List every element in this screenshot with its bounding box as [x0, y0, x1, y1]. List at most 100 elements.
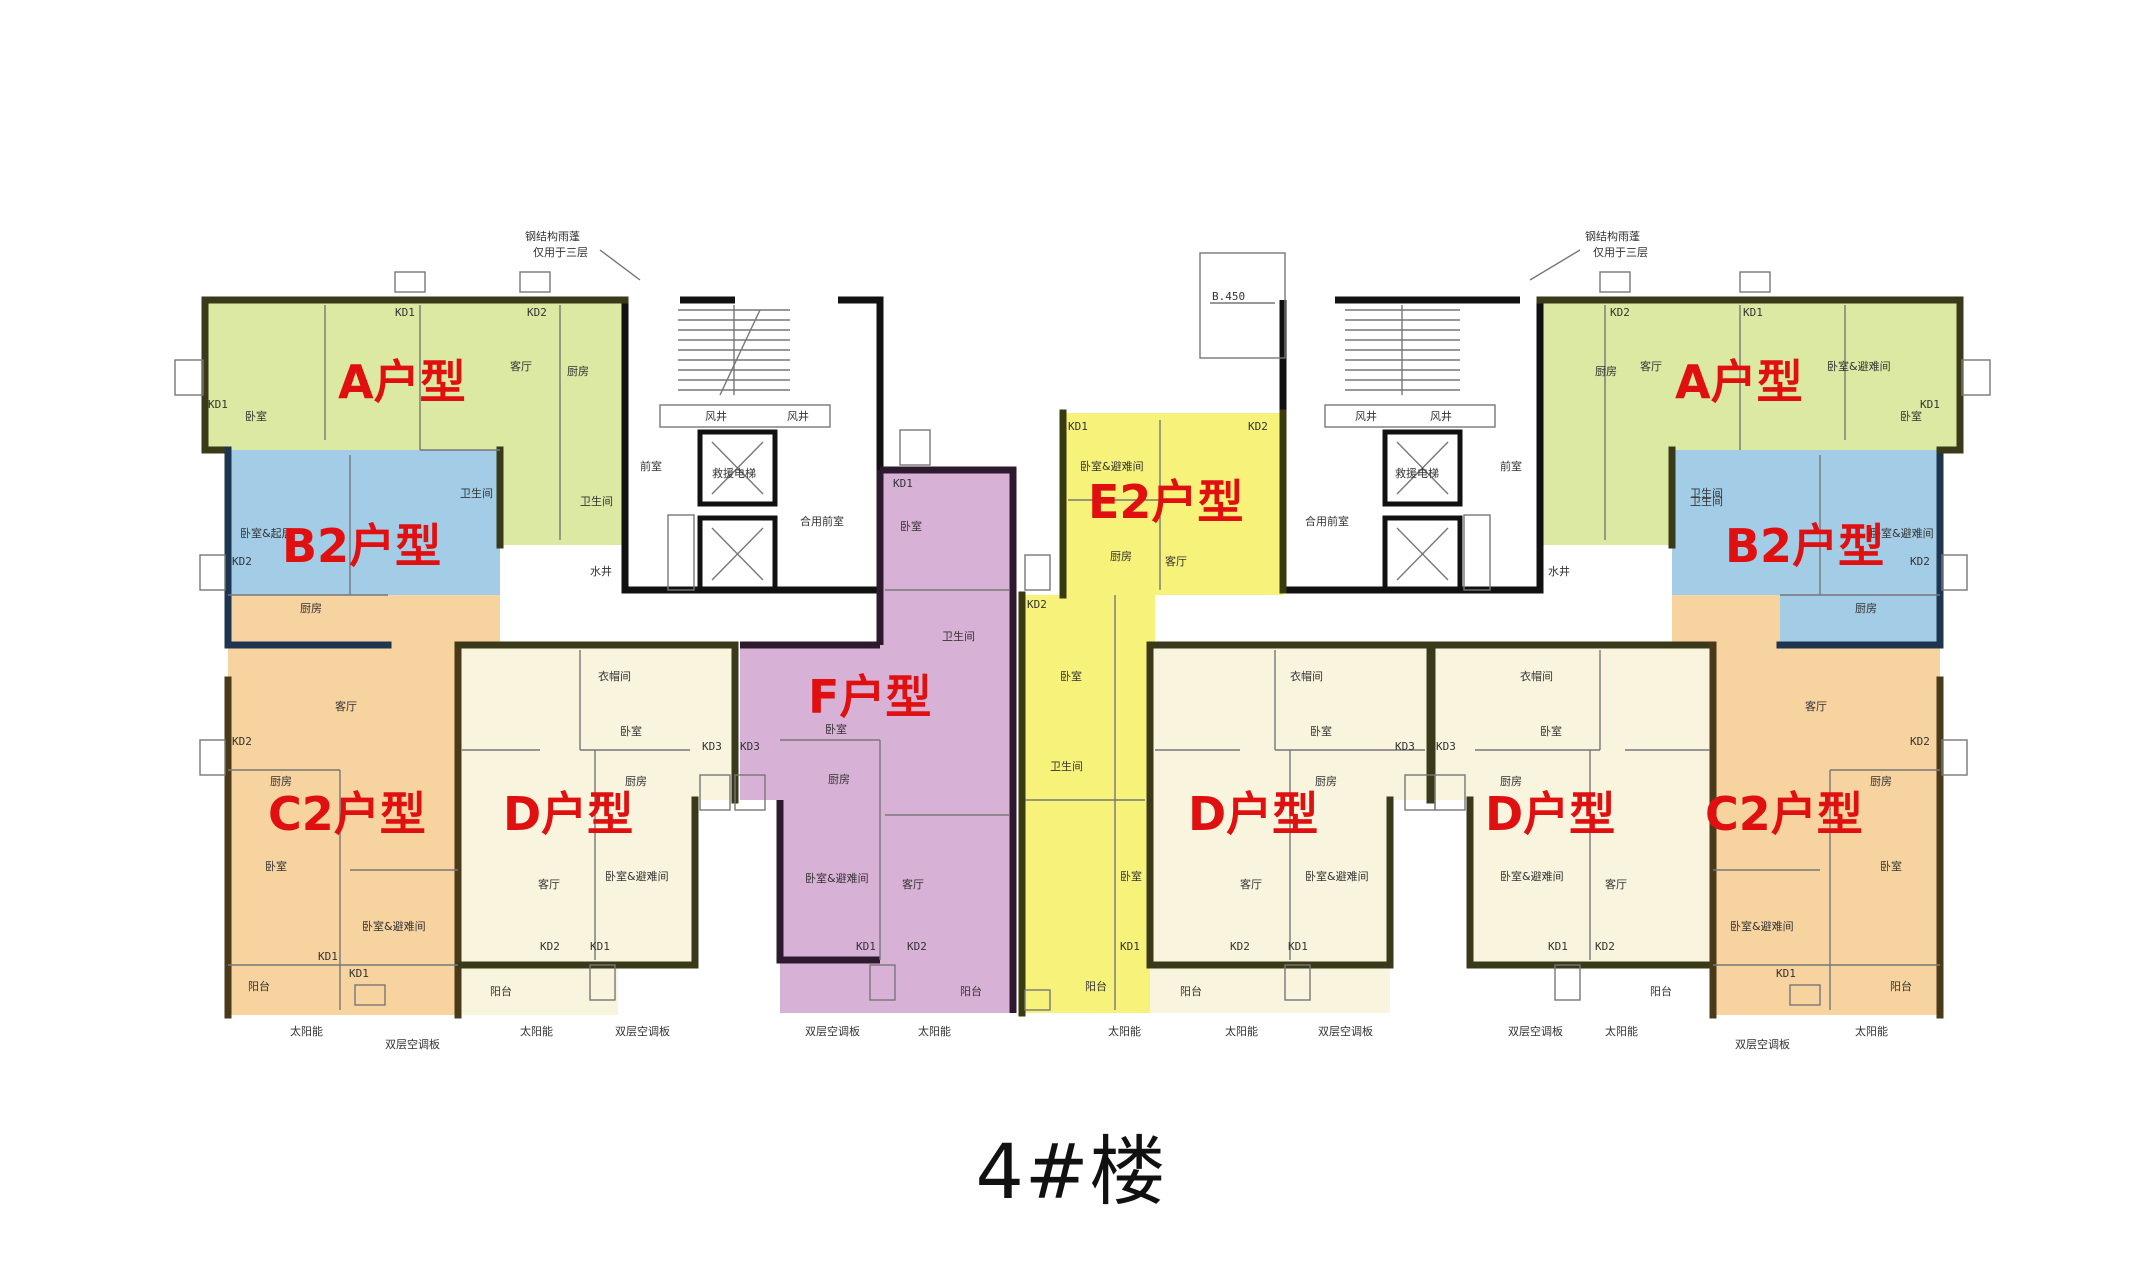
tag-kd2-c: KD2 [232, 735, 252, 748]
tag-kd3-d3: KD3 [1436, 740, 1456, 753]
room-kitchen-d2: 厨房 [1315, 775, 1337, 788]
tag-kd1-b: KD1 [208, 398, 228, 411]
room-kitchen-b2: 厨房 [300, 602, 322, 615]
room-living-f: 客厅 [902, 877, 924, 891]
room-balcony-d3: 阳台 [1650, 984, 1672, 998]
room-bedroom-f: 卧室 [900, 519, 922, 533]
tag-kd1-e: KD1 [1068, 420, 1088, 433]
room-balcony-d1: 阳台 [490, 984, 512, 998]
room-shared-front: 合用前室 [800, 514, 844, 528]
room-water-well-r: 水井 [1548, 564, 1570, 578]
room-living: 客厅 [510, 359, 532, 373]
note-ac-6: 双层空调板 [1735, 1037, 1790, 1051]
room-bed-refuge-b2: 卧室&起居 [240, 526, 293, 540]
room-rescue-elevator: 救援电梯 [712, 466, 756, 480]
note-solar-5: 太阳能 [1225, 1024, 1258, 1038]
note-ac-5: 双层空调板 [1508, 1024, 1563, 1038]
room-bed-refuge-c2r: 卧室&避难间 [1730, 919, 1794, 933]
note-solar-1: 太阳能 [290, 1024, 323, 1038]
tag-kd1-c2: KD1 [349, 967, 369, 980]
note-solar-6: 太阳能 [1605, 1024, 1638, 1038]
room-kitchen-c2r: 厨房 [1870, 775, 1892, 788]
room-balcony-c2: 阳台 [248, 979, 270, 993]
tag-kd1-e2: KD1 [1120, 940, 1140, 953]
tag-elev: B.450 [1212, 290, 1245, 303]
room-air-shaft-r2: 风井 [1430, 409, 1452, 423]
room-living-c2: 客厅 [335, 699, 357, 713]
tag-kd2-d: KD2 [540, 940, 560, 953]
room-bath-e2: 卫生间 [1050, 759, 1083, 773]
tag-kd1-ar2: KD1 [1743, 306, 1763, 319]
unit-label-f: F户型 [808, 670, 931, 724]
unit-label-a-left: A户型 [338, 355, 466, 409]
room-kitchen-d3: 厨房 [1500, 775, 1522, 788]
room-water-well: 水井 [590, 564, 612, 578]
tag-kd2-b: KD2 [232, 555, 252, 568]
room-living-c2r: 客厅 [1805, 699, 1827, 713]
room-kitchen-c2: 厨房 [270, 775, 292, 788]
room-closet-d2: 衣帽间 [1290, 669, 1323, 683]
room-living-ar: 客厅 [1640, 359, 1662, 373]
room-bed-refuge-ar: 卧室&避难间 [1827, 359, 1891, 373]
note-solar-7: 太阳能 [1855, 1024, 1888, 1038]
tag-kd1-c2r: KD1 [1776, 967, 1796, 980]
room-bath-b2: 卫生间 [460, 486, 493, 500]
note-ac-2: 双层空调板 [615, 1024, 670, 1038]
unit-label-d-1: D户型 [503, 787, 633, 841]
unit-labels: A户型 B2户型 C2户型 D户型 F户型 E2户型 D户型 D户型 C2户型 … [268, 355, 1884, 841]
room-bedroom-e2b: 卧室 [1120, 869, 1142, 883]
tag-kd2-d2: KD2 [1230, 940, 1250, 953]
room-balcony-e2: 阳台 [1085, 979, 1107, 993]
room-closet-d3: 衣帽间 [1520, 669, 1553, 683]
unit-label-d-3: D户型 [1485, 787, 1615, 841]
room-bedroom-d1: 卧室 [620, 724, 642, 738]
room-balcony-c2r: 阳台 [1890, 979, 1912, 993]
room-bath-f: 卫生间 [942, 629, 975, 643]
tag-kd1-ar: KD1 [1920, 398, 1940, 411]
room-rescue-elevator-r: 救援电梯 [1395, 466, 1439, 480]
room-bed-refuge-c2: 卧室&避难间 [362, 919, 426, 933]
room-bed-refuge-d3: 卧室&避难间 [1500, 869, 1564, 883]
unit-d-3-fill [1432, 645, 1713, 965]
note-ac-3: 双层空调板 [805, 1024, 860, 1038]
tag-kd1: KD1 [395, 306, 415, 319]
unit-d-1-balcony-fill [458, 965, 618, 1015]
note-ac-1: 双层空调板 [385, 1037, 440, 1051]
door-tags: KD1 KD2 KD1 KD2 KD2 KD1 KD1 KD2 KD1 KD3 … [208, 290, 1940, 980]
room-bath-ar: 卫生间 [1690, 494, 1723, 508]
room-air-shaft-2: 风井 [787, 409, 809, 423]
room-closet-d1: 衣帽间 [598, 669, 631, 683]
unit-b2-right-fill [1672, 450, 1940, 645]
room-bed-refuge-b2r: 卧室&避难间 [1870, 526, 1934, 540]
room-bath-b2r: 卫生间 [1690, 486, 1723, 500]
room-air-shaft-r: 风井 [1355, 409, 1377, 423]
unit-a-right-fill [1540, 300, 1960, 545]
unit-a-left-fill [205, 300, 625, 545]
tag-kd2-c2r: KD2 [1910, 735, 1930, 748]
tag-kd3-d2: KD3 [1395, 740, 1415, 753]
room-shared-front-r: 合用前室 [1305, 514, 1349, 528]
note-canopy-left-1: 钢结构雨蓬 [525, 229, 580, 243]
room-bed-refuge-d1: 卧室&避难间 [605, 869, 669, 883]
room-kitchen-f: 厨房 [828, 773, 850, 786]
note-canopy-right-2: 仅用于三层 [1593, 246, 1648, 259]
room-air-shaft: 风井 [705, 409, 727, 423]
room-kitchen-e2: 厨房 [1110, 550, 1132, 563]
tag-kd2-b2r: KD2 [1910, 555, 1930, 568]
tag-kd2-e: KD2 [1248, 420, 1268, 433]
room-living-d2: 客厅 [1240, 877, 1262, 891]
tag-kd3-f: KD3 [740, 740, 760, 753]
unit-label-e2: E2户型 [1088, 475, 1243, 529]
room-front: 前室 [640, 459, 662, 473]
room-bedroom-ar: 卧室 [1900, 409, 1922, 423]
unit-c2-right-fill [1672, 595, 1940, 1015]
tag-kd2-e2: KD2 [1027, 598, 1047, 611]
note-canopy-left-2: 仅用于三层 [533, 246, 588, 259]
note-ac-4: 双层空调板 [1318, 1024, 1373, 1038]
room-kitchen-b2r: 厨房 [1855, 602, 1877, 615]
unit-label-b2-left: B2户型 [282, 519, 441, 573]
unit-c2-left-fill [228, 595, 500, 1015]
room-kitchen: 厨房 [567, 365, 589, 378]
room-bedroom-f2: 卧室 [825, 722, 847, 736]
